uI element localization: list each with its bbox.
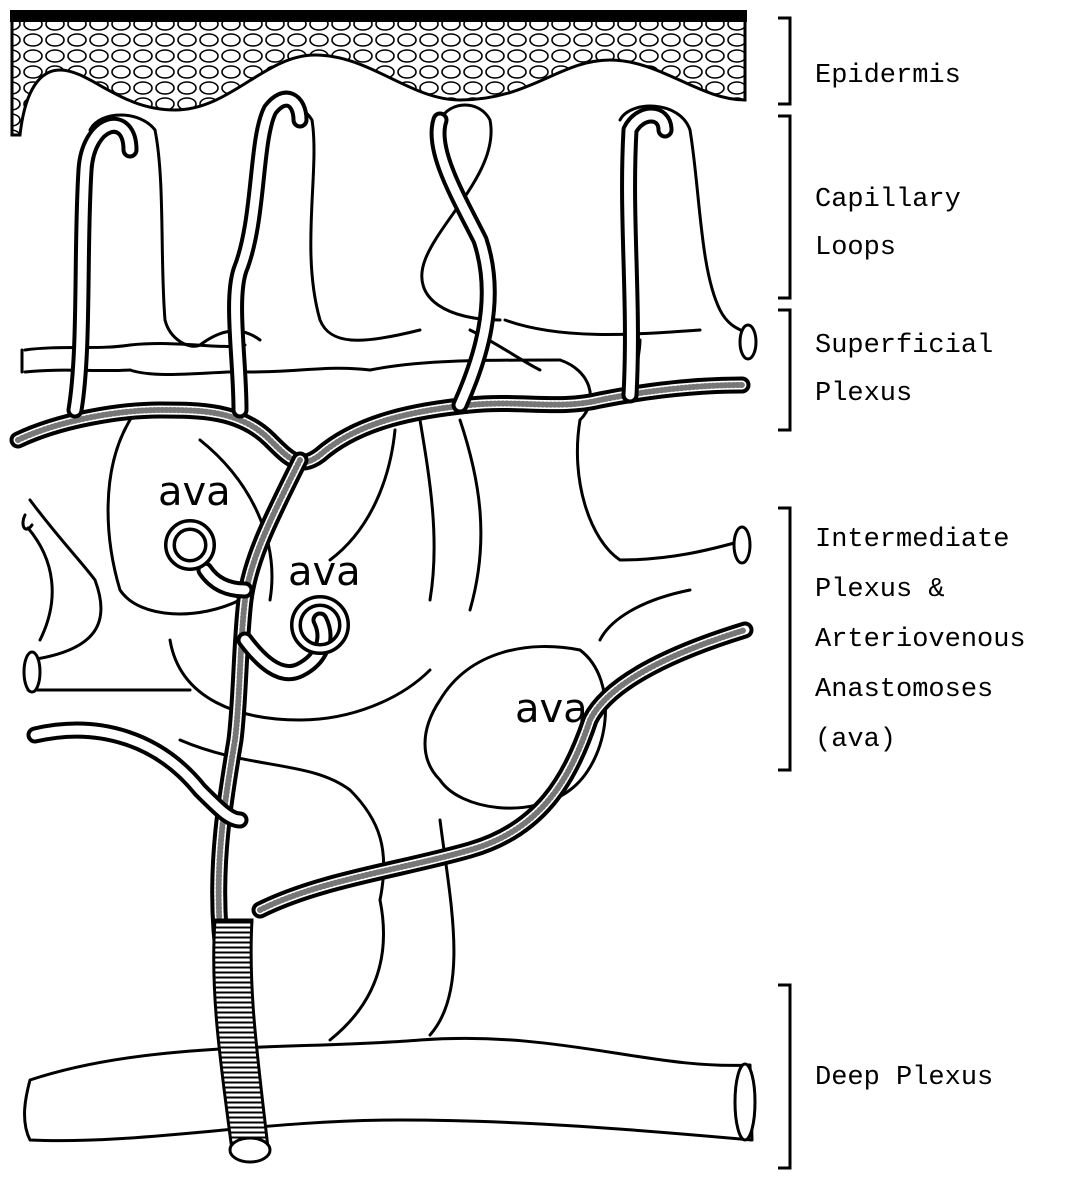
label-capillary-loops-line1: Capillary bbox=[815, 174, 961, 226]
arterial-tree bbox=[18, 99, 745, 1162]
label-epidermis: Epidermis bbox=[815, 50, 961, 102]
label-intermediate-line1: Intermediate bbox=[815, 514, 1009, 566]
label-capillary-loops-line2: Loops bbox=[815, 222, 896, 274]
label-intermediate-line2: Plexus & bbox=[815, 564, 945, 616]
label-intermediate-line5: (ava) bbox=[815, 714, 896, 766]
label-superficial-plexus-line1: Superficial bbox=[815, 320, 993, 372]
layer-brackets bbox=[778, 18, 790, 1168]
ava-label-3: ava bbox=[515, 686, 588, 732]
intermediate-plexus-network bbox=[23, 420, 750, 900]
label-intermediate-line3: Arteriovenous bbox=[815, 614, 1026, 666]
ava-label-2: ava bbox=[288, 549, 361, 595]
label-superficial-plexus-line2: Plexus bbox=[815, 368, 912, 420]
label-deep-plexus: Deep Plexus bbox=[815, 1052, 993, 1104]
ava-label-1: ava bbox=[158, 469, 231, 515]
label-intermediate-line4: Anastomoses bbox=[815, 664, 993, 716]
